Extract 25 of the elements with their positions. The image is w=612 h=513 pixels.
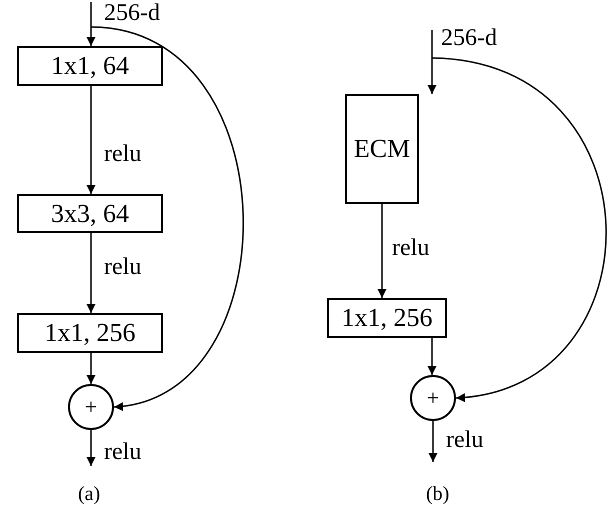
layer-box: 3x3, 64	[17, 194, 163, 233]
arrow	[86, 2, 96, 46]
edge-label: relu	[392, 236, 430, 260]
arrow	[86, 430, 96, 466]
dimension-label: 256-d	[104, 1, 160, 25]
edge-label: relu	[104, 440, 142, 464]
arrow	[428, 421, 438, 462]
layer-box: 1x1, 64	[17, 46, 163, 86]
layer-box: 1x1, 256	[327, 298, 447, 338]
panel-label: (b)	[426, 484, 450, 504]
arrow	[428, 30, 436, 94]
arrow	[86, 86, 96, 194]
edge-label: relu	[104, 255, 142, 279]
edge-label: relu	[446, 428, 484, 452]
arrow	[428, 338, 436, 375]
layer-box: 1x1, 256	[17, 313, 163, 353]
arrow	[90, 26, 244, 410]
edge-label: relu	[104, 142, 142, 166]
panel-label: (a)	[78, 484, 100, 504]
arrow	[86, 233, 96, 313]
layer-box: ECM	[345, 94, 419, 204]
dimension-label: 256-d	[441, 26, 497, 50]
arrow	[86, 353, 96, 384]
arrow	[432, 57, 607, 401]
arrow	[378, 204, 386, 298]
